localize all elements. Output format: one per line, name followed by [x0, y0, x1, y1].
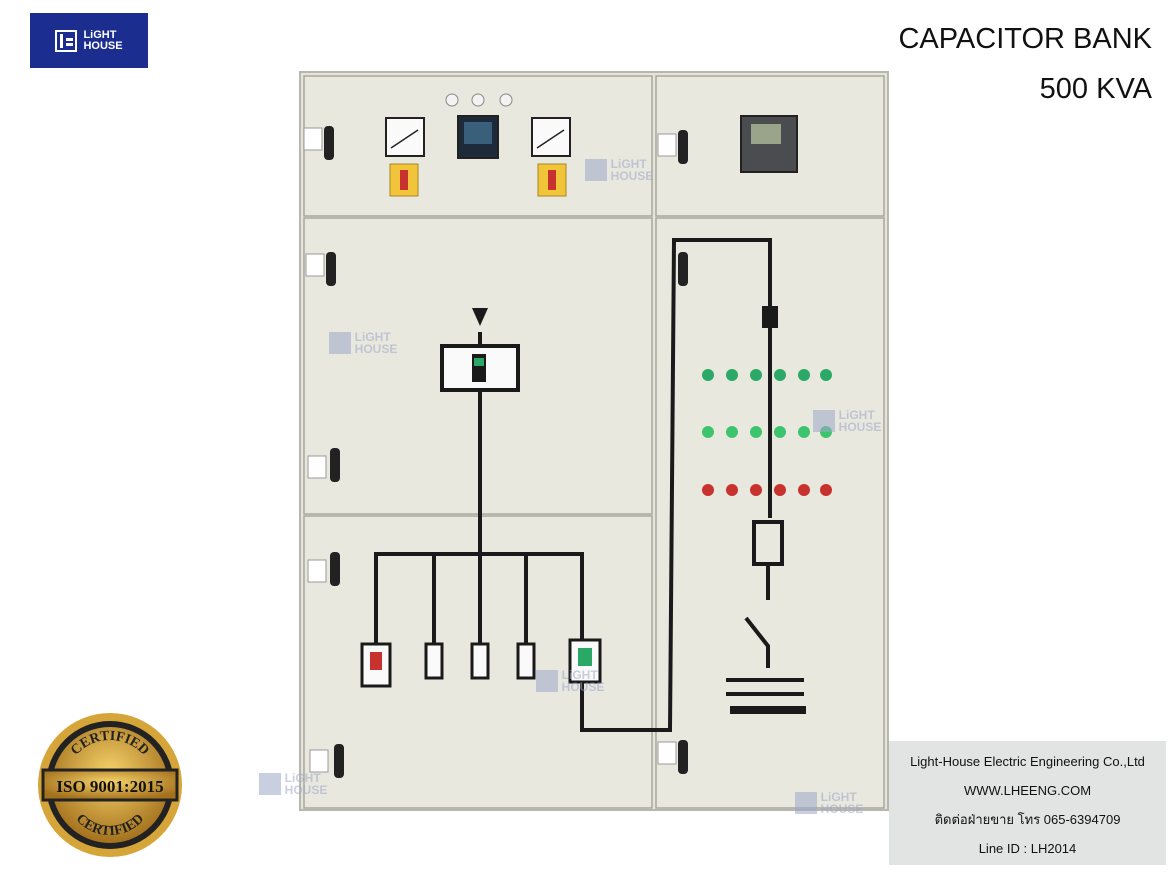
company-logo: LiGHT HOUSE	[30, 13, 148, 68]
line-id: Line ID : LH2014	[978, 841, 1077, 856]
lighthouse-mark-icon	[55, 29, 78, 52]
logo-text-line2: HOUSE	[83, 39, 123, 52]
title-line2: 500 KVA	[1039, 73, 1152, 105]
lighthouse-mark-icon	[535, 670, 558, 692]
on-lights-row-1	[702, 369, 832, 381]
off-lights-row	[702, 484, 832, 496]
lighthouse-mark-icon	[258, 773, 281, 795]
lighthouse-mark-icon	[794, 792, 817, 814]
lighthouse-mark-icon	[328, 332, 351, 354]
lighthouse-mark-icon	[584, 159, 607, 181]
capacitor-bank-cabinet	[299, 71, 889, 811]
website: WWW.LHEENG.COM	[963, 783, 1092, 798]
sales-contact: ติดต่อฝ่ายขาย โทร 065-6394709	[934, 812, 1121, 827]
iso-certified-badge: CERTIFIED ISO 9001:2015 CERTIFIED	[38, 713, 182, 857]
company-name: Light-House Electric Engineering Co.,Ltd	[910, 754, 1145, 769]
page-title: CAPACITOR BANK 500 KVA	[898, 14, 1152, 114]
on-lights-row-2	[702, 426, 832, 438]
contact-info-box: Light-House Electric Engineering Co.,Ltd…	[889, 741, 1166, 865]
title-line1: CAPACITOR BANK	[898, 23, 1152, 55]
iso-main-text: ISO 9001:2015	[56, 777, 163, 796]
logo-text-line1: LiGHT	[83, 28, 117, 41]
lighthouse-mark-icon	[812, 410, 835, 432]
